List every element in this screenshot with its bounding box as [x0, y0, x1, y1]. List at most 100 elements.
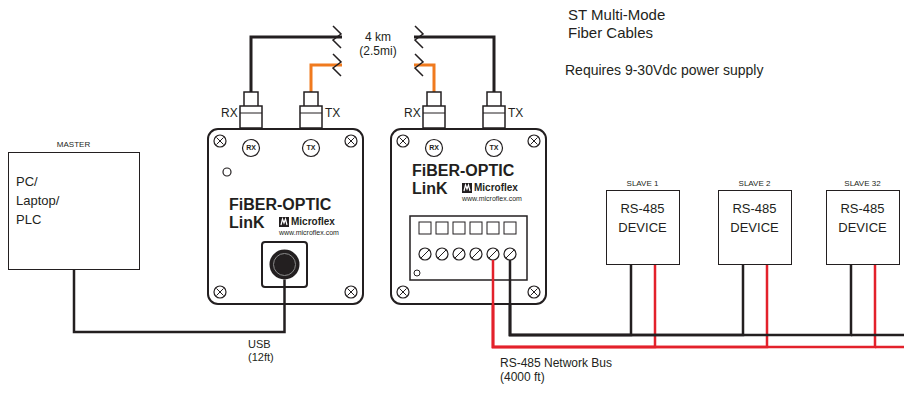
- terminal-slot: [455, 250, 463, 258]
- device-label: RS-485 DEVICE: [835, 199, 890, 237]
- text-slot: Microflex: [291, 216, 335, 228]
- distance-label: 4 km (2.5mi): [352, 30, 404, 58]
- terminal-screw: [487, 248, 499, 260]
- text-slot: RX: [221, 106, 238, 120]
- distance-gap: [342, 24, 414, 78]
- rs485-bus-wire: [493, 265, 875, 347]
- st-connector: [240, 92, 262, 128]
- usb-cable-stub: [283, 280, 286, 306]
- text-slot: PC/ Laptop/ PLC: [16, 172, 66, 229]
- st-connector: [300, 92, 322, 128]
- st-connector: [483, 92, 505, 128]
- rs485-fiber-converter: RXTXFiBER-OPTIC LinKMicroflexwww.microfl…: [390, 128, 547, 305]
- port-ring: [243, 140, 260, 157]
- screw-head: [214, 135, 226, 147]
- port-label: RX: [242, 144, 260, 152]
- text-slot: SLAVE 1: [606, 179, 680, 189]
- terminal-slot: [489, 250, 497, 258]
- housing-outline: [208, 129, 363, 304]
- brand-logo-mark: [281, 219, 287, 225]
- screw-slot: [217, 289, 224, 296]
- text-slot: USB (12ft): [248, 338, 284, 364]
- port-label: RX: [425, 144, 443, 152]
- terminal-opening: [487, 222, 499, 234]
- screw-head: [214, 286, 226, 298]
- port-name: RX: [221, 106, 238, 120]
- text-slot: MASTER: [8, 140, 140, 150]
- terminal-opening: [453, 222, 465, 234]
- screw-slot: [400, 289, 407, 296]
- role-heading: SLAVE 32: [826, 179, 900, 189]
- screw-slot: [348, 289, 355, 296]
- port-ring: [486, 140, 503, 157]
- text-slot: RX: [242, 144, 260, 152]
- terminal-opening: [470, 222, 482, 234]
- status-led: [223, 168, 231, 176]
- bus-label: RS-485 Network Bus (4000 ft): [500, 356, 620, 384]
- housing-outline: [391, 129, 546, 304]
- screw-slot: [531, 138, 538, 145]
- terminal-slot: [506, 250, 514, 258]
- screw-slot: [217, 138, 224, 145]
- screw-head: [397, 286, 409, 298]
- brand-url: www.microflex.com: [462, 195, 522, 203]
- text-slot: TX: [302, 144, 320, 152]
- master-box: MASTERPC/ Laptop/ PLC: [8, 152, 140, 270]
- bus-extension: [851, 334, 904, 337]
- brand-logo: [279, 217, 289, 227]
- text-slot: RX: [404, 106, 421, 120]
- usb-fiber-converter: RXTXFiBER-OPTIC LinKMicroflexwww.microfl…: [207, 128, 364, 305]
- break-mark: [415, 26, 423, 48]
- terminal-slot: [472, 250, 480, 258]
- screw-head: [528, 286, 540, 298]
- text-slot: RX: [425, 144, 443, 152]
- terminal-opening: [436, 222, 448, 234]
- text-slot: Microflex: [474, 182, 518, 194]
- usb-plug-ring: [274, 254, 296, 276]
- port-label: TX: [485, 144, 503, 152]
- terminal-slot: [421, 250, 429, 258]
- role-heading: SLAVE 2: [718, 179, 792, 189]
- text-slot: RS-485 DEVICE: [727, 199, 782, 237]
- break-mark: [333, 26, 341, 48]
- terminal-opening: [504, 222, 516, 234]
- text-slot: RS-485 DEVICE: [835, 199, 890, 237]
- screw-head: [397, 135, 409, 147]
- text-slot: RS-485 Network Bus (4000 ft): [500, 356, 620, 384]
- role-heading: MASTER: [8, 140, 140, 150]
- brand-logo: [462, 183, 472, 193]
- screw-slot: [531, 289, 538, 296]
- terminal-screw: [470, 248, 482, 260]
- device-label: RS-485 DEVICE: [615, 199, 670, 237]
- port-label: TX: [302, 144, 320, 152]
- converter-housing: [390, 128, 547, 305]
- brand-name: Microflex: [474, 182, 518, 194]
- device-label: RS-485 DEVICE: [727, 199, 782, 237]
- device-label: PC/ Laptop/ PLC: [16, 172, 66, 229]
- text-slot: TX: [325, 106, 340, 120]
- text-slot: 4 km (2.5mi): [352, 30, 404, 58]
- slave-device-box: SLAVE 2RS-485 DEVICE: [718, 190, 792, 265]
- bus-wire-stub: [492, 260, 495, 305]
- brand-url: www.microflex.com: [279, 229, 339, 237]
- cable-wire: [510, 265, 851, 335]
- port-ring: [303, 140, 320, 157]
- role-heading: SLAVE 1: [606, 179, 680, 189]
- slave-device-box: SLAVE 1RS-485 DEVICE: [606, 190, 680, 265]
- status-led: [414, 270, 420, 276]
- port-name: TX: [508, 106, 523, 120]
- text-slot: www.microflex.com: [279, 229, 339, 237]
- screw-slot: [348, 138, 355, 145]
- port-name: TX: [325, 106, 340, 120]
- break-mark: [415, 54, 423, 76]
- brand-name: Microflex: [291, 216, 335, 228]
- screw-head: [345, 286, 357, 298]
- screw-head: [528, 135, 540, 147]
- cable-note: ST Multi-Mode Fiber Cables: [568, 6, 688, 42]
- port-ring: [426, 140, 443, 157]
- terminal-screw: [453, 248, 465, 260]
- text-slot: TX: [508, 106, 523, 120]
- cable-wire: [493, 265, 875, 347]
